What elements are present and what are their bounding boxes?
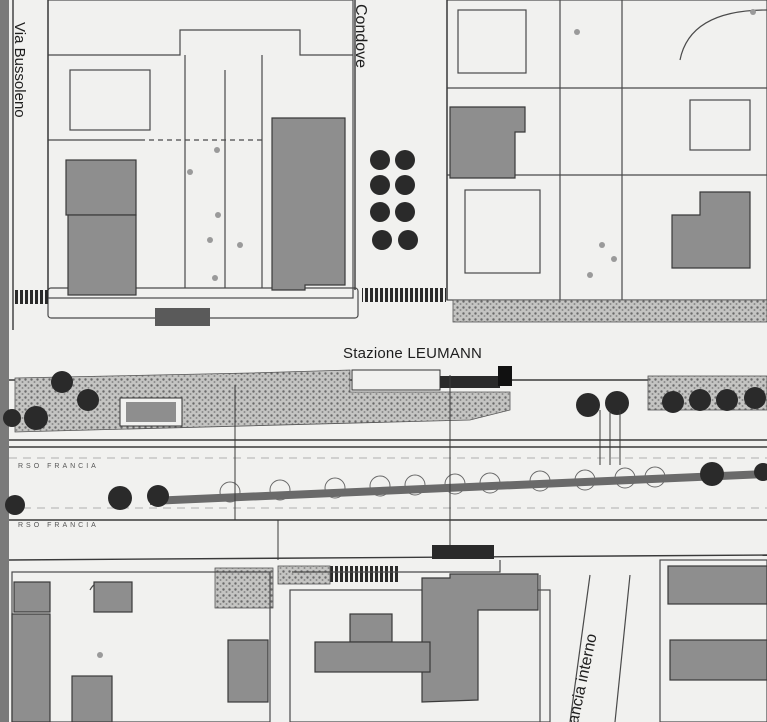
- trees-condove: [370, 150, 418, 250]
- block-south: [289, 559, 767, 722]
- crosswalk-west: [14, 290, 48, 304]
- buildings-south: [314, 565, 767, 703]
- station-marker: [498, 366, 512, 386]
- left-frame-strip: [0, 0, 9, 722]
- hedge-south-west: [214, 567, 274, 609]
- crosswalk-condove: [362, 288, 446, 302]
- street-label-via-bussoleno: Via Bussoleno: [11, 22, 28, 118]
- survey-points: [97, 9, 756, 658]
- median-corso-francia: [150, 470, 767, 505]
- station-building: [351, 369, 441, 391]
- street-label-corso-francia-south: RSO FRANCIA: [18, 522, 99, 529]
- trees-promenade: [3, 371, 766, 430]
- trees-median: [5, 462, 767, 515]
- station-kiosk-inner: [126, 402, 176, 422]
- station-label: Stazione LEUMANN: [343, 345, 483, 362]
- hedge-north-strip: [452, 299, 767, 323]
- street-label-condove: Condove: [352, 4, 369, 69]
- station-crossing: [234, 375, 621, 560]
- bus-shelter-south: [432, 545, 494, 559]
- buildings-northeast: [449, 106, 751, 269]
- street-label-corso-francia-north: RSO FRANCIA: [18, 463, 99, 470]
- hedge-south-center: [277, 565, 331, 585]
- carriageway-markings: [9, 457, 767, 509]
- crosswalk-south: [330, 566, 400, 582]
- buildings-northwest: [65, 117, 346, 296]
- planter-north-west: [155, 308, 210, 326]
- median-tree-circles: [219, 466, 666, 503]
- station-platform-shelter: [440, 376, 500, 388]
- buildings-southwest: [11, 581, 269, 722]
